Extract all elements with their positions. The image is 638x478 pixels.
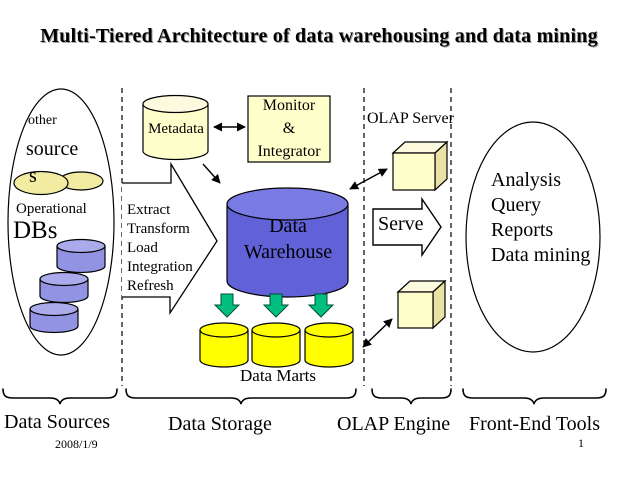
- operational-db-cylinder-2: [39, 271, 89, 304]
- olap-cube-bottom: [396, 279, 447, 330]
- data-mart-cylinder-2: [251, 322, 301, 368]
- front-end-item-analysis: Analysis: [491, 169, 561, 191]
- other-sources-label-line1: other: [28, 113, 57, 128]
- warehouse-label-line2: Warehouse: [243, 241, 333, 263]
- warehouse-to-mart-arrow-1: [213, 293, 241, 318]
- operational-db-cylinder-3: [29, 301, 79, 334]
- etl-label-extract: Extract: [127, 202, 171, 218]
- other-sources-label-line2: source: [26, 138, 79, 160]
- metadata-cylinder: [142, 94, 209, 161]
- data-mart-cylinder-1: [199, 322, 249, 368]
- monitor-integrator-box: [247, 95, 331, 163]
- monitor-label-line2: &: [282, 120, 296, 137]
- monitor-label-line1: Monitor: [262, 97, 316, 114]
- front-end-item-reports: Reports: [491, 219, 554, 241]
- marts-olap-arrow: [362, 318, 393, 348]
- tier-label-front-end-tools: Front-End Tools: [469, 413, 601, 435]
- data-warehouse-cylinder: [226, 187, 349, 298]
- tier-brace-data-sources: [2, 388, 118, 405]
- etl-label-integration: Integration: [127, 259, 193, 275]
- tier-brace-data-storage: [125, 388, 357, 405]
- data-marts-label: Data Marts: [239, 366, 317, 385]
- etl-label-transform: Transform: [127, 221, 190, 237]
- metadata-label: Metadata: [148, 121, 204, 137]
- tier-label-data-sources: Data Sources: [4, 411, 111, 433]
- etl-label-load: Load: [127, 240, 158, 256]
- other-sources-ellipse-left: [13, 170, 69, 196]
- tier-label-data-storage: Data Storage: [168, 413, 272, 435]
- warehouse-to-mart-arrow-2: [262, 293, 290, 318]
- etl-arrow-shape: [122, 161, 218, 316]
- metadata-warehouse-arrow: [202, 163, 221, 184]
- monitor-label-line3: Integrator: [257, 143, 321, 160]
- warehouse-label-line1: Data: [269, 215, 307, 237]
- operational-dbs-label-line2: DBs: [13, 217, 58, 244]
- serve-arrow-shape: [372, 196, 442, 258]
- olap-server-label: OLAP Server: [367, 110, 454, 127]
- front-end-item-query: Query: [491, 194, 541, 216]
- tier-label-olap-engine: OLAP Engine: [337, 413, 451, 435]
- etl-label-refresh: Refresh: [127, 278, 174, 294]
- warehouse-to-mart-arrow-3: [307, 293, 335, 318]
- data-mart-cylinder-3: [304, 322, 354, 368]
- tier-brace-front-end: [462, 388, 607, 405]
- slide-title: Multi-Tiered Architecture of data wareho…: [40, 25, 598, 47]
- footer-page-number: 1: [578, 436, 584, 450]
- tier-brace-olap-engine: [371, 388, 452, 405]
- other-sources-label-line3: s: [29, 165, 37, 187]
- footer-date: 2008/1/9: [55, 437, 98, 451]
- front-end-oval: [465, 121, 601, 353]
- front-end-item-data-mining: Data mining: [491, 244, 591, 266]
- serve-label: Serve: [378, 213, 424, 235]
- operational-dbs-label-line1: Operational: [16, 201, 87, 217]
- olap-cube-top: [391, 140, 449, 192]
- operational-db-cylinder-1: [56, 238, 106, 274]
- warehouse-olap-arrow: [349, 168, 388, 190]
